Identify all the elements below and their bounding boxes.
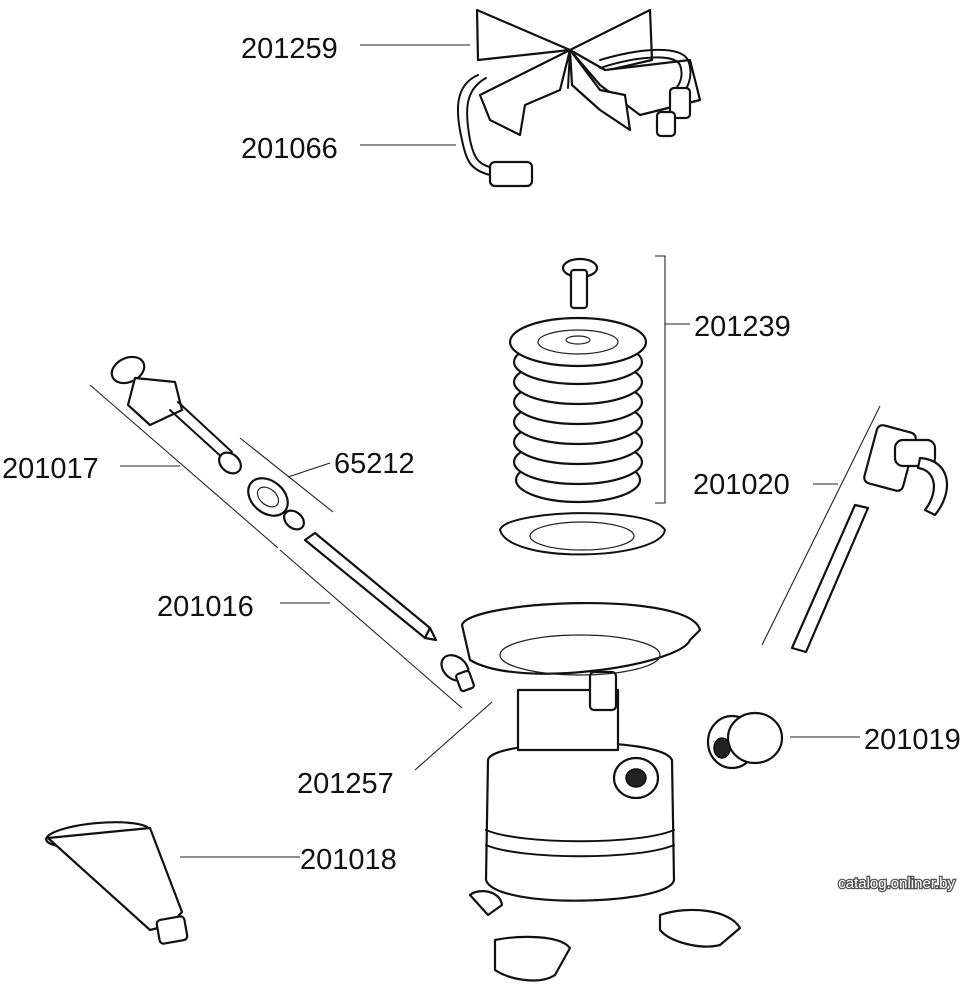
burner-cap-part [475,8,702,137]
pump-cup-part [239,437,334,531]
pump-assembly-part [89,355,279,549]
label-pump-rod: 201016 [157,591,254,623]
label-pump-assembly: 201017 [2,453,99,485]
burner-assembly-part [498,257,667,556]
label-funnel: 201018 [300,844,397,876]
valve-assembly-part [761,405,949,654]
fuel-cap-part [706,711,784,770]
label-fount-assembly: 201257 [297,768,394,800]
label-pump-cup: 65212 [334,448,415,480]
label-burner-cap: 201259 [241,33,338,65]
watermark-text: catalog.onliner.by [838,875,955,892]
label-burner-assembly: 201239 [694,311,791,343]
part-labels: 201259 201066 201239 201017 65212 201016… [2,33,961,876]
fount-assembly-part [460,602,742,982]
watermark: catalog.onliner.by [837,874,957,894]
leader-lines [120,44,860,858]
label-generator-tube: 201066 [241,133,338,165]
label-fuel-cap: 201019 [864,724,961,756]
funnel-part [45,821,189,945]
label-valve-assembly: 201020 [693,469,790,501]
pump-rod-part [279,531,475,709]
generator-tube-part [456,48,692,188]
